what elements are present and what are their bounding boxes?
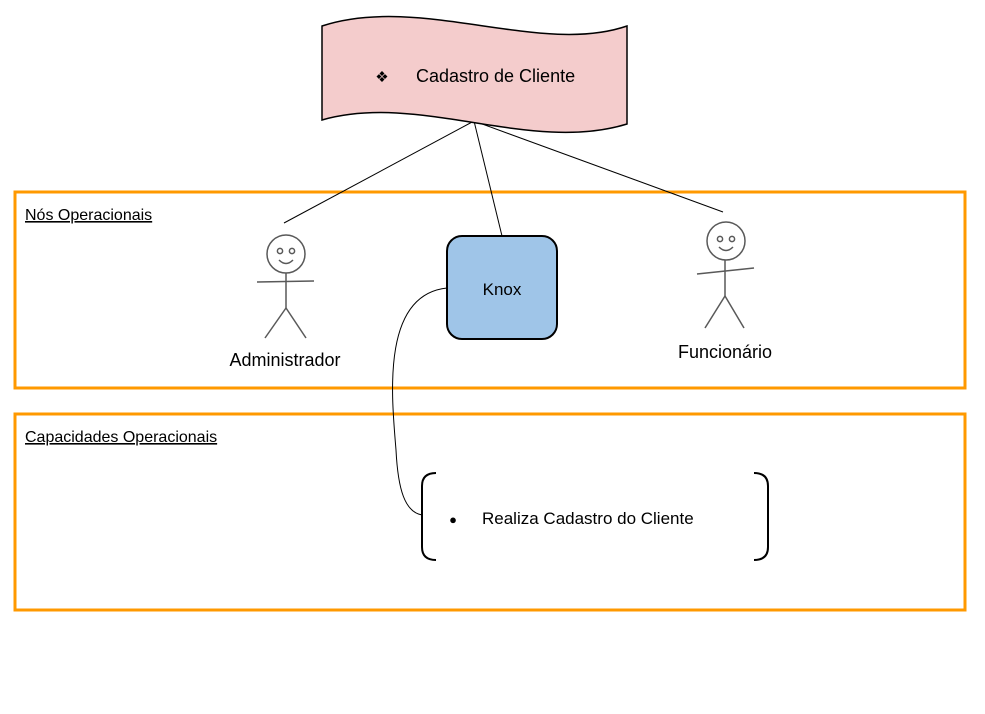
capability-right-brace	[753, 472, 769, 561]
connector-to-administrador	[283, 120, 475, 224]
connector-to-knox	[473, 120, 503, 237]
operational-capabilities-frame	[13, 412, 967, 612]
nodes-section-title: Nós Operacionais	[25, 207, 152, 224]
administrador-label: Administrador	[229, 350, 340, 370]
funcionario-label: Funcionário	[678, 342, 772, 362]
banner-bullet: ❖	[375, 69, 388, 86]
banner-label: Cadastro de Cliente	[416, 66, 575, 86]
connector-knox-to-capability	[392, 287, 448, 516]
capability-item-label: Realiza Cadastro do Cliente	[482, 509, 694, 528]
funcionario-actor-icon	[696, 221, 755, 329]
capability-left-brace	[421, 472, 437, 561]
knox-label: Knox	[483, 280, 522, 299]
operational-nodes-frame	[13, 190, 967, 390]
connector-to-funcionario	[473, 120, 724, 213]
knox-node	[446, 235, 558, 340]
capabilities-section-title: Capacidades Operacionais	[25, 429, 217, 446]
banner-connectors	[283, 120, 724, 237]
administrador-actor-icon	[256, 234, 315, 339]
cadastro-banner	[321, 15, 628, 134]
capability-bullet: ●	[449, 512, 457, 527]
